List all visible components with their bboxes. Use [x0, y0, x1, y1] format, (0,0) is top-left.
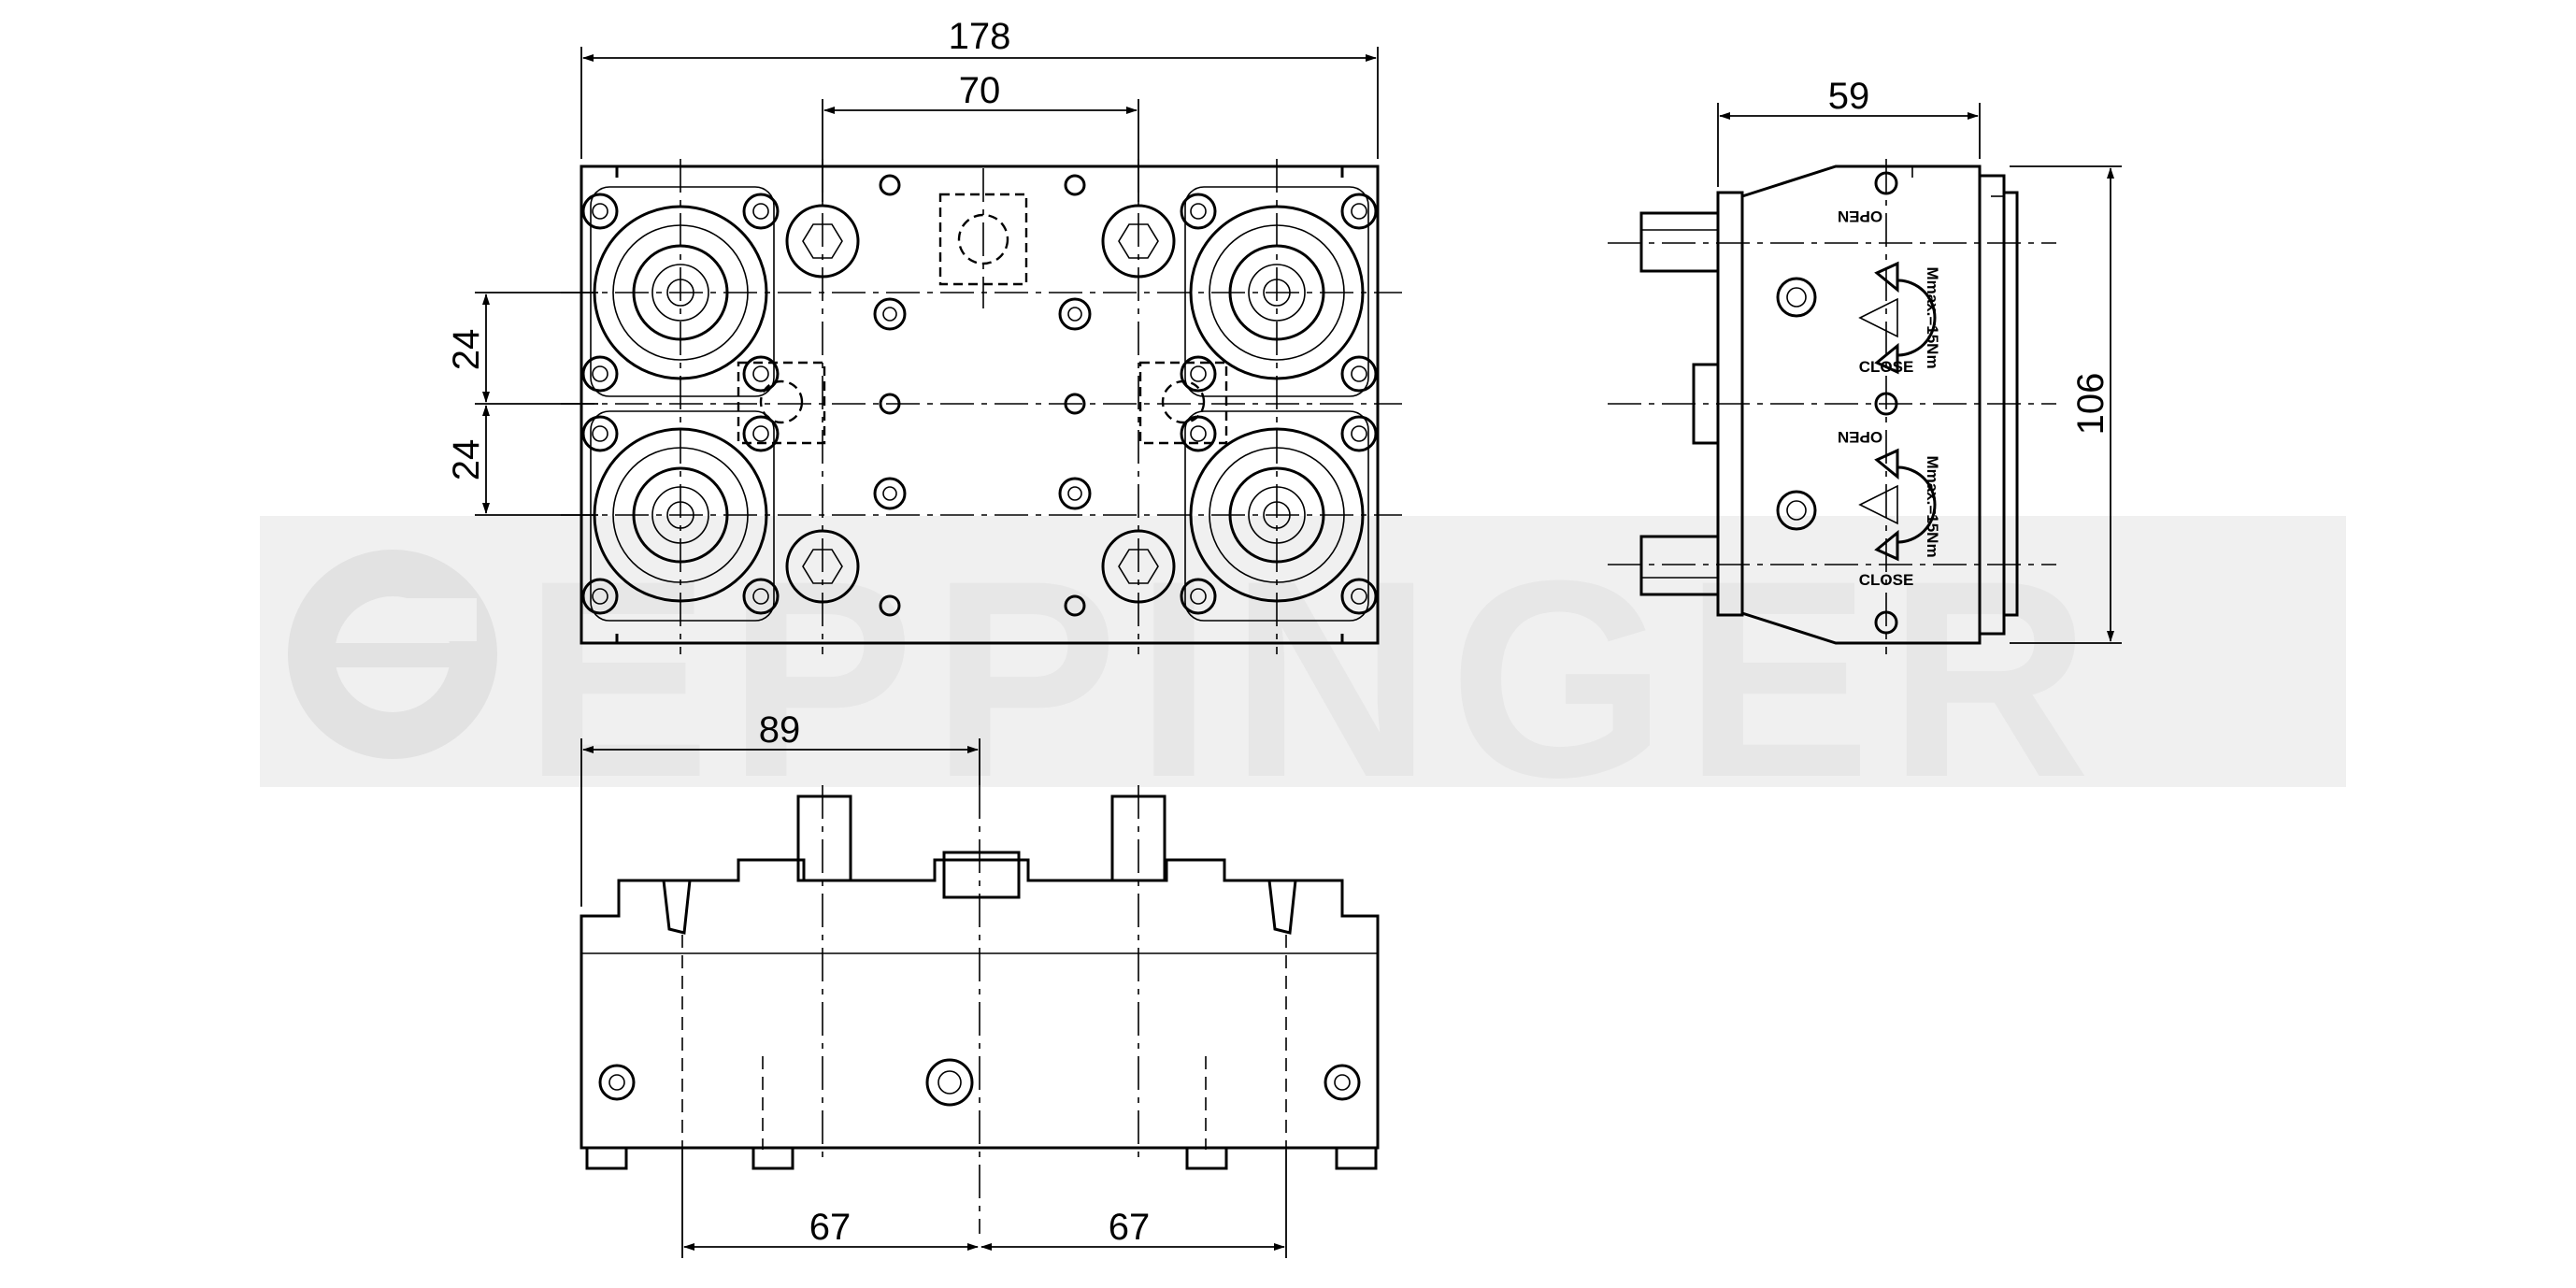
dimension-24-lower-text: 24 [446, 439, 487, 481]
top-view [561, 159, 1402, 654]
eppinger-watermark: EPPINGER [260, 516, 2346, 836]
small-holes [873, 174, 1092, 617]
close-label-1: CLOSE [1859, 358, 1914, 376]
top-view-dimensions: 178 70 24 24 [446, 16, 1379, 516]
rotation-arrow-icon-1 [1858, 261, 1937, 375]
close-label-2: CLOSE [1859, 571, 1914, 589]
hidden-features [737, 193, 1228, 445]
coupling-bottom-right [1184, 410, 1369, 622]
dimension-106-text: 106 [2070, 373, 2111, 436]
front-pin-left [796, 794, 852, 882]
dimension-178-text: 178 [949, 16, 1011, 57]
front-view-dimensions: 89 67 67 [580, 709, 1287, 1258]
front-view [580, 785, 1380, 1234]
dimension-24-upper-text: 24 [446, 329, 487, 371]
dimension-67-left-text: 67 [809, 1207, 852, 1248]
side-pin-top [1639, 211, 1720, 273]
corner-bolts [581, 193, 1378, 615]
side-view-dimensions: 59 106 [1717, 76, 2122, 644]
open-label-2: OPEN [1838, 428, 1882, 446]
rotation-arrow-icon-2 [1858, 448, 1937, 562]
torque-label-2: Mmax.=15Nm [1924, 455, 1941, 557]
hex-bolts [785, 204, 1176, 604]
top-view-outline [580, 165, 1380, 645]
front-body-outline [580, 858, 1380, 1150]
eppinger-logo-icon [288, 550, 497, 759]
dimension-67-right-text: 67 [1109, 1207, 1151, 1248]
watermark-text: EPPINGER [523, 522, 2107, 836]
torque-label-1: Mmax.=15Nm [1924, 266, 1941, 368]
dimension-59-text: 59 [1828, 76, 1870, 117]
side-view: OPEN CLOSE OPEN CLOSE Mmax.=15Nm Mmax.=1… [1608, 159, 2056, 654]
open-label-1: OPEN [1838, 208, 1882, 225]
front-center-block [942, 851, 1021, 899]
dimension-70-text: 70 [959, 70, 1001, 111]
coupling-top-right [1184, 186, 1369, 397]
dimension-89-text: 89 [759, 709, 801, 751]
